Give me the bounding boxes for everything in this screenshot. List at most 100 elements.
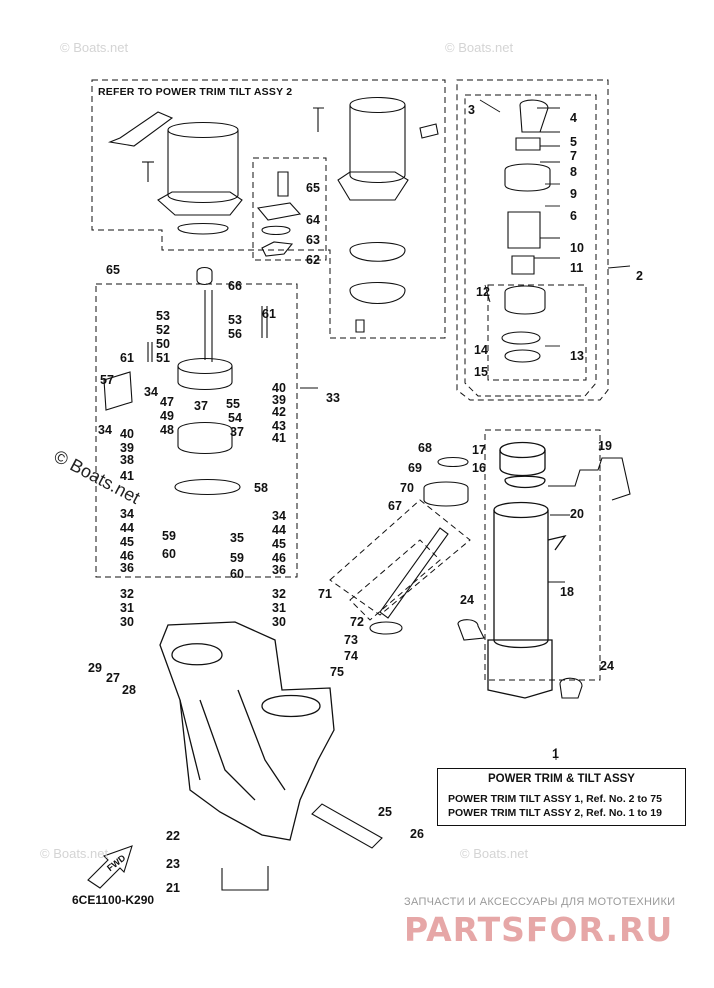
callout-c46b: 46	[272, 551, 286, 565]
callout-c15: 15	[474, 365, 488, 379]
callout-c2: 2	[636, 269, 643, 283]
callout-c39b: 39	[272, 393, 286, 407]
callout-c40a: 40	[120, 427, 134, 441]
group-frames	[91, 79, 609, 681]
parts-62-65	[256, 171, 302, 257]
callout-c58: 58	[254, 481, 268, 495]
callout-c71: 71	[318, 587, 332, 601]
callout-c40b: 40	[272, 381, 286, 395]
callout-c34d: 34	[272, 509, 286, 523]
callout-c44b: 44	[272, 523, 286, 537]
callout-c53a: 53	[156, 309, 170, 323]
callout-c50: 50	[156, 337, 170, 351]
watermark-faint-3: © Boats.net	[460, 846, 529, 861]
callout-c69: 69	[408, 461, 422, 475]
watermark-faint-4: © Boats.net	[40, 846, 109, 861]
callout-c73: 73	[344, 633, 358, 647]
trim-piston	[501, 99, 551, 363]
tilt-cylinder	[487, 441, 567, 699]
callout-c75: 75	[330, 665, 344, 679]
callout-c16: 16	[472, 461, 486, 475]
callout-c45a: 45	[120, 535, 134, 549]
callout-c30b: 30	[272, 615, 286, 629]
leader-lines	[300, 99, 631, 760]
trim-rod	[369, 456, 469, 635]
callout-c24a: 24	[460, 593, 474, 607]
pipe-19	[548, 457, 631, 501]
callout-c38: 38	[120, 453, 134, 467]
watermark-faint-1: © Boats.net	[60, 40, 129, 55]
diagram-code: 6CE1100-K290	[72, 893, 155, 907]
legend-title: POWER TRIM & TILT ASSY	[488, 773, 635, 785]
callout-c30a: 30	[120, 615, 134, 629]
callout-c26: 26	[410, 827, 424, 841]
callout-c64: 64	[306, 213, 320, 227]
callout-c60a: 60	[162, 547, 176, 561]
callout-c66: 66	[228, 279, 242, 293]
callout-c22: 22	[166, 829, 180, 843]
callout-c20: 20	[570, 507, 584, 521]
callout-c23: 23	[166, 857, 180, 871]
refer-assy2-label: REFER TO POWER TRIM TILT ASSY 2	[98, 86, 293, 98]
callout-c59b: 59	[230, 551, 244, 565]
callout-c6: 6	[570, 209, 577, 223]
callout-c12: 12	[476, 285, 490, 299]
callout-c34a: 34	[144, 385, 158, 399]
motor-right	[313, 97, 439, 333]
motor-left	[107, 111, 243, 235]
callout-c57: 57	[100, 373, 114, 387]
callout-c70: 70	[400, 481, 414, 495]
callout-c7: 7	[570, 149, 577, 163]
pin-24b	[559, 677, 583, 699]
callout-c41a: 41	[120, 469, 134, 483]
callout-c54: 54	[228, 411, 242, 425]
callout-c34b: 34	[98, 423, 112, 437]
trim-housing	[159, 621, 335, 841]
callout-c41b: 41	[272, 431, 286, 445]
legend-row-1: POWER TRIM TILT ASSY 1, Ref. No. 2 to 75	[448, 793, 662, 805]
callout-c37b: 37	[230, 425, 244, 439]
callout-c3: 3	[468, 103, 475, 117]
callout-c32a: 32	[120, 587, 134, 601]
callout-c55: 55	[226, 397, 240, 411]
callout-c9: 9	[570, 187, 577, 201]
callout-c33: 33	[326, 391, 340, 405]
callout-c65a: 65	[306, 181, 320, 195]
callout-c56: 56	[228, 327, 242, 341]
legend-box: POWER TRIM & TILT ASSY POWER TRIM TILT A…	[437, 768, 686, 826]
callout-c61a: 61	[120, 351, 134, 365]
callout-c61b: 61	[262, 307, 276, 321]
callout-c36a: 36	[120, 561, 134, 575]
callout-c47: 47	[160, 395, 174, 409]
callout-c32b: 32	[272, 587, 286, 601]
shaft-25	[311, 803, 383, 849]
pipe-21	[221, 866, 269, 891]
callout-c46a: 46	[120, 549, 134, 563]
callout-c44a: 44	[120, 521, 134, 535]
callout-c31a: 31	[120, 601, 134, 615]
callout-c63: 63	[306, 233, 320, 247]
callout-c52: 52	[156, 323, 170, 337]
callout-c28: 28	[122, 683, 136, 697]
callout-c65b: 65	[106, 263, 120, 277]
callout-c10: 10	[570, 241, 584, 255]
callout-c49: 49	[160, 409, 174, 423]
callout-c29: 29	[88, 661, 102, 675]
callout-c68: 68	[418, 441, 432, 455]
callout-c35: 35	[230, 531, 244, 545]
callout-c37a: 37	[194, 399, 208, 413]
callout-c27: 27	[106, 671, 120, 685]
callout-c5: 5	[570, 135, 577, 149]
callout-c34c: 34	[120, 507, 134, 521]
callout-c1: 1	[552, 747, 559, 761]
manifold-assembly	[103, 266, 268, 496]
callout-c45b: 45	[272, 537, 286, 551]
callout-c43: 43	[272, 419, 286, 433]
watermark-faint-2: © Boats.net	[445, 40, 514, 55]
callout-c60b: 60	[230, 567, 244, 581]
callout-c62: 62	[306, 253, 320, 267]
callout-c21: 21	[166, 881, 180, 895]
callout-c31b: 31	[272, 601, 286, 615]
callout-c53b: 53	[228, 313, 242, 327]
